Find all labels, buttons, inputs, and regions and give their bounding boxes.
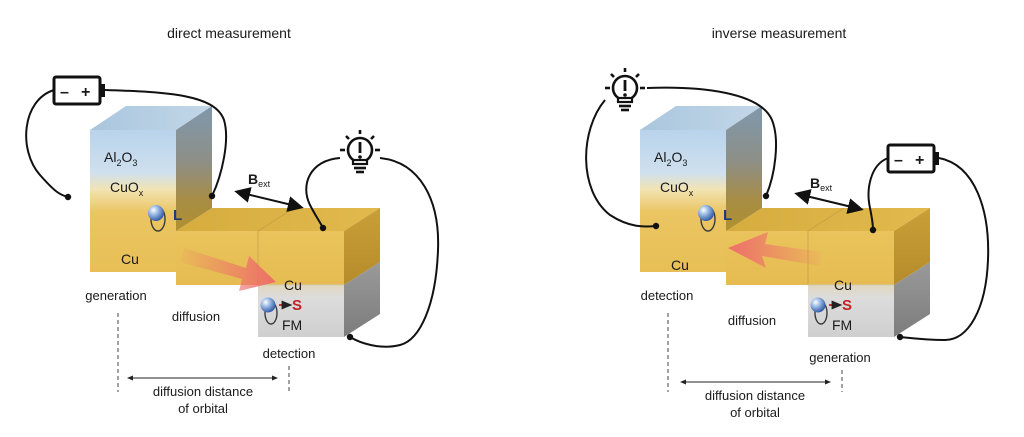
panel-direct: direct measurement Al2O3 CuOx Cu L Cu: [25, 25, 440, 416]
svg-text:+: +: [81, 84, 90, 101]
stack-front: [90, 130, 176, 272]
battery-icon: – +: [52, 75, 105, 106]
cu-bar-side: [894, 208, 930, 285]
label-generation: generation: [809, 350, 870, 365]
orbital-current-arrow: [180, 248, 276, 291]
distance-label-1: diffusion distance: [153, 384, 253, 399]
distance-label-1: diffusion distance: [705, 388, 805, 403]
label-detection: detection: [263, 346, 316, 361]
spin-symbol: S: [842, 297, 852, 314]
distance-label-2: of orbital: [178, 401, 228, 416]
bfield-label: Bext: [810, 175, 833, 193]
wire: [899, 157, 990, 342]
bfield-arrow: [794, 189, 864, 214]
stack-side: [176, 106, 212, 231]
distance-label-2: of orbital: [730, 405, 780, 420]
wire: [349, 157, 440, 348]
bfield-label: Bext: [248, 171, 271, 189]
label-al2o3: Al2O3: [104, 149, 137, 168]
svg-text:–: –: [60, 84, 69, 101]
wire: [585, 99, 657, 228]
panel-title: inverse measurement: [712, 25, 847, 41]
svg-text:+: +: [915, 152, 924, 169]
light-bulb-icon: [603, 66, 647, 112]
label-fm-cu: Cu: [834, 277, 852, 293]
electron-sphere-icon: [148, 205, 166, 232]
wire: [104, 89, 228, 197]
label-cu: Cu: [121, 251, 139, 267]
cu-bar-top: [726, 208, 930, 231]
stack-side: [726, 106, 762, 231]
label-fm: FM: [282, 317, 302, 333]
stack-top: [640, 106, 762, 130]
wire: [646, 86, 777, 197]
cu-bar-top: [176, 208, 380, 231]
battery-icon: – +: [886, 143, 939, 174]
wire: [305, 157, 341, 229]
orbital-symbol: L: [173, 207, 182, 224]
stack-top: [90, 106, 212, 130]
electron-sphere-icon: [810, 297, 828, 325]
label-cu: Cu: [671, 257, 689, 273]
fm-layer-side: [894, 262, 930, 337]
label-cuox: CuOx: [110, 179, 144, 198]
label-cuox: CuOx: [660, 179, 694, 198]
wire: [25, 89, 69, 198]
orbital-current-arrow: [728, 232, 822, 268]
label-fm-cu: Cu: [284, 277, 302, 293]
orbital-symbol: L: [723, 207, 732, 224]
label-fm: FM: [832, 317, 852, 333]
spin-symbol: S: [292, 297, 302, 314]
electron-sphere-icon: [698, 205, 716, 232]
label-diffusion: diffusion: [172, 309, 220, 324]
panel-inverse: inverse measurement Al2O3 CuOx Cu L Cu: [585, 25, 990, 420]
light-bulb-icon: [338, 128, 382, 174]
wire: [867, 157, 889, 231]
stack-front: [640, 130, 726, 272]
bfield-arrow: [234, 187, 304, 212]
label-generation: generation: [85, 288, 146, 303]
panel-title: direct measurement: [167, 25, 291, 41]
cu-bar-side: [344, 208, 380, 285]
label-detection: detection: [641, 288, 694, 303]
svg-text:–: –: [894, 152, 903, 169]
label-al2o3: Al2O3: [654, 149, 687, 168]
electron-sphere-icon: [260, 297, 278, 325]
fm-layer-side: [344, 262, 380, 337]
label-diffusion: diffusion: [728, 313, 776, 328]
